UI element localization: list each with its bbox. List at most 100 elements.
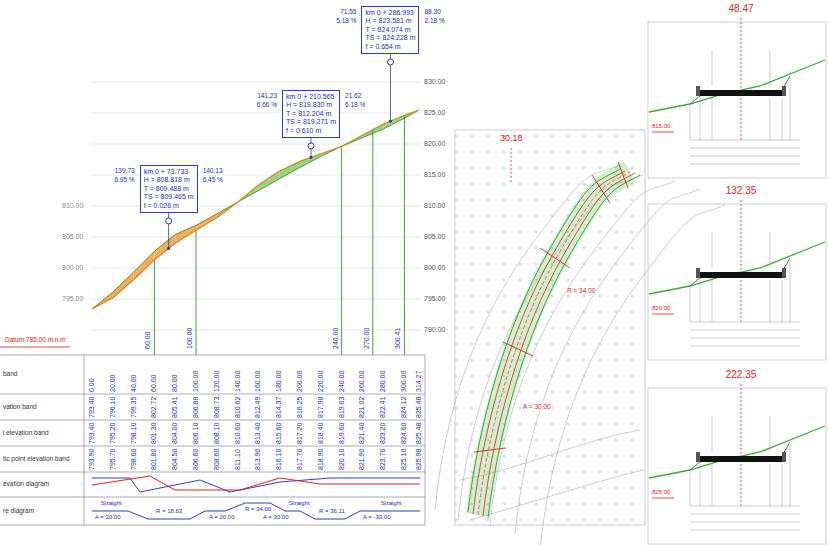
cross-section (648, 200, 826, 360)
station-line (196, 230, 197, 355)
curve-info-line: T = 809.488 m (144, 185, 194, 193)
grade-line (92, 110, 419, 309)
elevation-tick: 800.00 (62, 264, 83, 271)
elevation-value: 824.60 (400, 423, 407, 444)
grid-line (92, 144, 420, 145)
elevation-value: 818.40 (317, 423, 324, 444)
station-value: 100.00 (192, 371, 199, 392)
station-label: 60.00 (144, 330, 151, 350)
grade-label: 71.55 (339, 9, 357, 16)
station-value: 240.00 (338, 371, 345, 392)
grade-label: 6.66 % (256, 102, 278, 109)
datum-line (0, 347, 70, 348)
curve-info-line: H = 819.830 m (286, 101, 336, 109)
elevation-value: 804.00 (171, 423, 178, 444)
station-value: 260.00 (358, 371, 365, 392)
elevation-value: 812.49 (254, 397, 261, 418)
section-station: 222.35 (726, 370, 757, 380)
section-station: 132.35 (726, 186, 757, 196)
cut-area (154, 234, 175, 259)
elevation-tick: 825.00 (424, 109, 445, 116)
station-value: 280.00 (379, 371, 386, 392)
elevation-value: 810.62 (234, 397, 241, 418)
curve-info-line: TS = 819.271 m (286, 118, 336, 126)
elevation-value: 805.41 (171, 397, 178, 418)
curve-info-box: km 0 + 73.733H = 808.818 mT = 809.488 mT… (140, 165, 198, 213)
grid-line (92, 113, 420, 114)
road-alignment (468, 169, 640, 518)
elevation-tick: 795.00 (424, 295, 445, 302)
elevation-value: 798.60 (130, 449, 137, 470)
station-label: 300.41 (394, 327, 401, 350)
cross-section (648, 18, 826, 178)
station-value: 220.00 (317, 371, 324, 392)
station-value: 60.00 (150, 374, 157, 392)
band-header: band (3, 371, 17, 378)
elevation-value: 819.60 (338, 423, 345, 444)
curve-info-line: f = 0.610 m (286, 127, 336, 135)
grid-line (92, 330, 420, 331)
elevation-value: 819.63 (338, 397, 345, 418)
elevation-value: 801.80 (150, 449, 157, 470)
curvature-line (92, 503, 420, 519)
curve-info-line: H = 808.818 m (144, 176, 194, 184)
plan-dimension: 30.18 (500, 134, 523, 143)
grade-label: 139.73 (114, 168, 136, 175)
elevation-value: 795.70 (109, 449, 116, 470)
station-value: 200.00 (296, 371, 303, 392)
plan-label: A = 30.00 (522, 404, 552, 411)
station-value: 180.00 (275, 371, 282, 392)
elevation-value: 793.90 (88, 449, 95, 470)
curve-symbol (387, 59, 393, 65)
station-value: 140.00 (234, 371, 241, 392)
elevation-tick: 815.00 (424, 171, 445, 178)
station-label: 100.00 (186, 327, 193, 350)
grade-label: 6.45 % (202, 177, 224, 184)
curve-info-line: f = 0.026 m (144, 202, 194, 210)
station-value: 0.00 (88, 378, 95, 392)
elevation-value: 817.70 (296, 449, 303, 470)
elevation-tick: 820.00 (424, 140, 445, 147)
curve-info-box: km 0 + 210.565H = 819.830 mT = 812.204 m… (282, 90, 340, 138)
elevation-value: 825.98 (415, 449, 422, 470)
elevation-value: 808.10 (213, 423, 220, 444)
grade-label: 6.18 % (344, 102, 366, 109)
elevation-value: 795.20 (109, 423, 116, 444)
cut-area (175, 225, 196, 243)
grade-label: 5.18 % (335, 18, 357, 25)
elevation-tick: 795.00 (62, 295, 83, 302)
elevation-value: 808.60 (213, 449, 220, 470)
cut-area (113, 272, 134, 298)
band-header: vation band (3, 404, 37, 411)
curvature-label: Straight (288, 500, 311, 506)
grade-label: 141.23 (256, 93, 278, 100)
elevation-value: 821.90 (358, 449, 365, 470)
curve-info-line: TS = 824.228 m (365, 34, 415, 42)
station-value: 314.27 (415, 371, 422, 392)
elevation-value: 821.40 (358, 423, 365, 444)
plan-frame (455, 130, 645, 525)
elevation-value: 820.10 (338, 449, 345, 470)
elevation-value: 822.41 (379, 397, 386, 418)
station-line (341, 146, 342, 355)
elevation-tick: 805.00 (62, 233, 83, 240)
station-value: 20.00 (109, 374, 116, 392)
grade-label: 6.95 % (113, 177, 135, 184)
curve-info-line: km 0 + 73.733 (144, 168, 194, 176)
station-value: 80.00 (171, 374, 178, 392)
cut-area (134, 251, 155, 280)
elevation-value: 825.48 (415, 423, 422, 444)
elevation-tick: 810.00 (424, 202, 445, 209)
elevation-value: 806.88 (192, 397, 199, 418)
section-station: 48.47 (728, 4, 753, 14)
section-datum: 815.00 (652, 123, 670, 129)
ground-line (92, 110, 419, 309)
curvature-label: A = 20.00 (208, 514, 236, 520)
curvature-label: R = 34.00 (244, 506, 272, 512)
elevation-value: 806.10 (192, 423, 199, 444)
curve-point (167, 247, 170, 250)
curve-info-line: T = 824.074 m (365, 26, 415, 34)
curve-info-line: H = 823.581 m (365, 17, 415, 25)
